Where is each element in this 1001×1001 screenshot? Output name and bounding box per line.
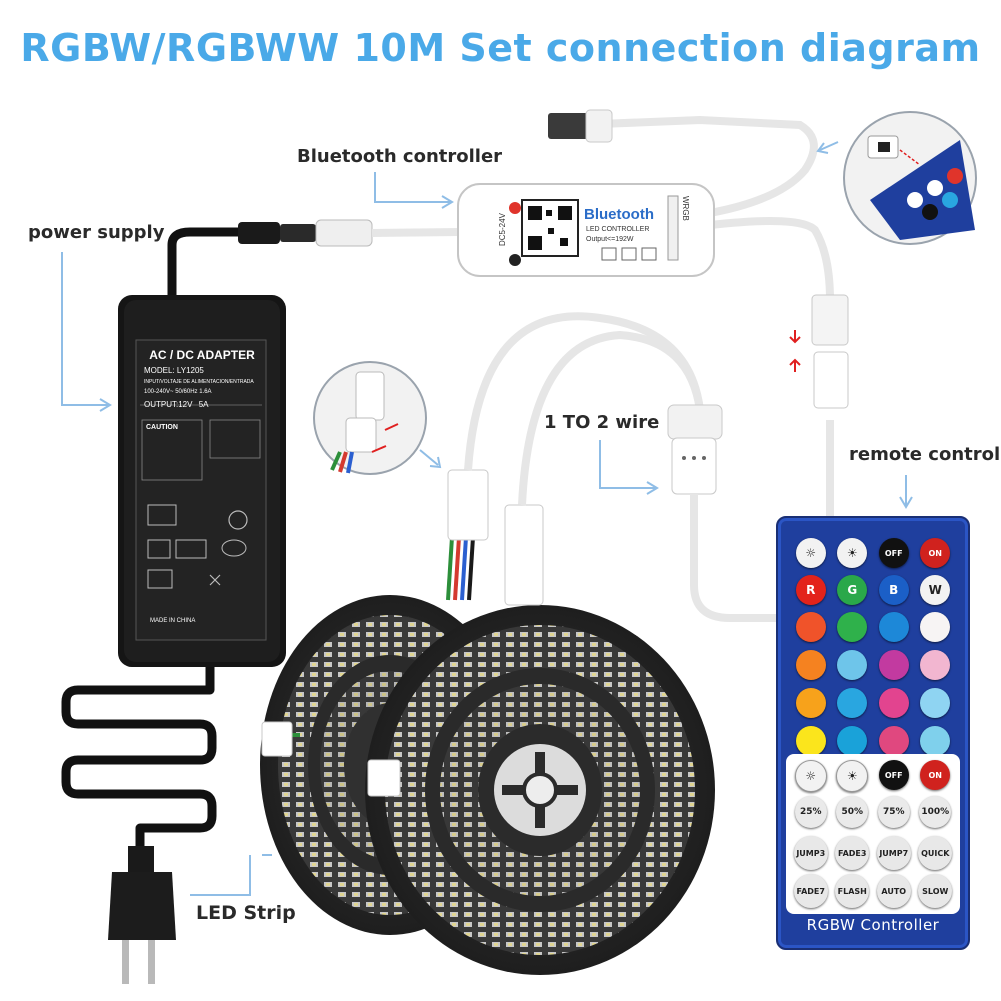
color-swatch-button[interactable]	[878, 650, 909, 680]
quick-button[interactable]: QUICK	[918, 836, 953, 870]
inset-connector-closeup	[313, 361, 427, 475]
remote-top-row: ☼ ☀ OFF ON	[790, 538, 956, 568]
panel-on-button[interactable]: ON	[920, 760, 951, 790]
brightness-up-button[interactable]: ☀	[837, 538, 868, 568]
color-swatch-button[interactable]	[837, 688, 868, 718]
auto-button[interactable]: AUTO	[876, 874, 911, 908]
label-1-to-2-wire: 1 TO 2 wire	[544, 412, 660, 433]
color-swatch-button[interactable]	[837, 650, 868, 680]
white-button[interactable]: W	[920, 575, 951, 605]
color-swatch-button[interactable]	[920, 688, 951, 718]
remote-mode-row-2: FADE7 FLASH AUTO SLOW	[790, 874, 956, 908]
controller-brand: Bluetooth	[584, 206, 654, 223]
panel-bright-button[interactable]: ☀	[836, 760, 869, 792]
flash-button[interactable]: FLASH	[835, 874, 870, 908]
adapter-output: OUTPUT:12V 5A	[144, 400, 209, 409]
label-power-supply: power supply	[28, 222, 165, 243]
jump7-button[interactable]: JUMP7	[876, 836, 911, 870]
brightness-100-button[interactable]: 100%	[919, 796, 952, 828]
remote-color-swatches	[790, 612, 956, 756]
strip-lead-wires	[261, 469, 544, 797]
remote-percent-row: 25% 50% 75% 100%	[790, 796, 956, 828]
jump3-button[interactable]: JUMP3	[793, 836, 828, 870]
adapter-output-current: 5A	[198, 400, 209, 409]
bluetooth-controller-box	[457, 183, 715, 277]
brightness-50-button[interactable]: 50%	[836, 796, 869, 828]
panel-dim-button[interactable]: ☼	[794, 760, 827, 792]
controller-subtitle: LED CONTROLLER	[586, 226, 650, 233]
color-swatch-button[interactable]	[878, 612, 909, 642]
rgbw-remote: ☼ ☀ OFF ON R G B W ☼ ☀ OFF ON 25% 50% 75…	[776, 516, 970, 950]
pointer-arrows	[61, 141, 913, 896]
controller-voltage: DC5-24V	[498, 213, 507, 246]
power-on-button[interactable]: ON	[920, 538, 951, 568]
color-swatch-button[interactable]	[795, 612, 826, 642]
adapter-rating: 100-240V~ 50/60Hz 1.6A	[144, 389, 212, 395]
color-swatch-button[interactable]	[878, 688, 909, 718]
red-button[interactable]: R	[795, 575, 826, 605]
remote-panel-top-row: ☼ ☀ OFF ON	[790, 760, 956, 792]
ac-cable	[61, 667, 217, 848]
adapter-output-voltage: OUTPUT:12V	[144, 400, 193, 409]
remote-color-row: R G B W	[790, 575, 956, 605]
remote-footer-label: RGBW Controller	[806, 916, 940, 934]
fade3-button[interactable]: FADE3	[835, 836, 870, 870]
color-swatch-button[interactable]	[878, 726, 909, 756]
brightness-75-button[interactable]: 75%	[877, 796, 910, 828]
slow-button[interactable]: SLOW	[918, 874, 953, 908]
brightness-down-button[interactable]: ☼	[795, 538, 826, 568]
color-swatch-button[interactable]	[920, 612, 951, 642]
label-remote-control: remote control	[849, 444, 1001, 465]
color-swatch-button[interactable]	[795, 726, 826, 756]
diagram-title: RGBW/RGBWW 10M Set connection diagram	[20, 26, 981, 70]
adapter-heading: AC / DC ADAPTER	[149, 348, 255, 362]
panel-off-button[interactable]: OFF	[878, 760, 909, 790]
inset-remote-closeup	[843, 111, 977, 245]
adapter-input: INPUT/VOLTAJE DE ALIMENTACION/ENTRADA	[144, 379, 254, 385]
adapter-caution: CAUTION	[146, 424, 178, 431]
brightness-25-button[interactable]: 25%	[794, 796, 827, 828]
color-swatch-button[interactable]	[795, 688, 826, 718]
power-adapter	[118, 295, 286, 667]
color-swatch-button[interactable]	[920, 650, 951, 680]
ac-plug	[108, 846, 176, 984]
color-swatch-button[interactable]	[837, 612, 868, 642]
green-button[interactable]: G	[837, 575, 868, 605]
color-swatch-button[interactable]	[795, 650, 826, 680]
blue-button[interactable]: B	[878, 575, 909, 605]
adapter-model: MODEL: LY1205	[144, 366, 204, 375]
dc-cable	[167, 219, 461, 300]
controller-pins: WRGB	[681, 196, 690, 221]
color-swatch-button[interactable]	[837, 726, 868, 756]
label-led-strip: LED Strip	[196, 902, 296, 924]
remote-white-panel: ☼ ☀ OFF ON 25% 50% 75% 100% JUMP3 FADE3 …	[786, 754, 960, 914]
fade7-button[interactable]: FADE7	[793, 874, 828, 908]
controller-output: Output<=192W	[586, 236, 634, 243]
power-off-button[interactable]: OFF	[878, 538, 909, 568]
led-reel-front	[365, 605, 715, 975]
label-bluetooth-controller: Bluetooth controller	[297, 146, 503, 167]
controller-output-cables	[548, 109, 849, 409]
remote-mode-row-1: JUMP3 FADE3 JUMP7 QUICK	[790, 836, 956, 870]
adapter-made-in: MADE IN CHINA	[150, 618, 196, 624]
color-swatch-button[interactable]	[920, 726, 951, 756]
